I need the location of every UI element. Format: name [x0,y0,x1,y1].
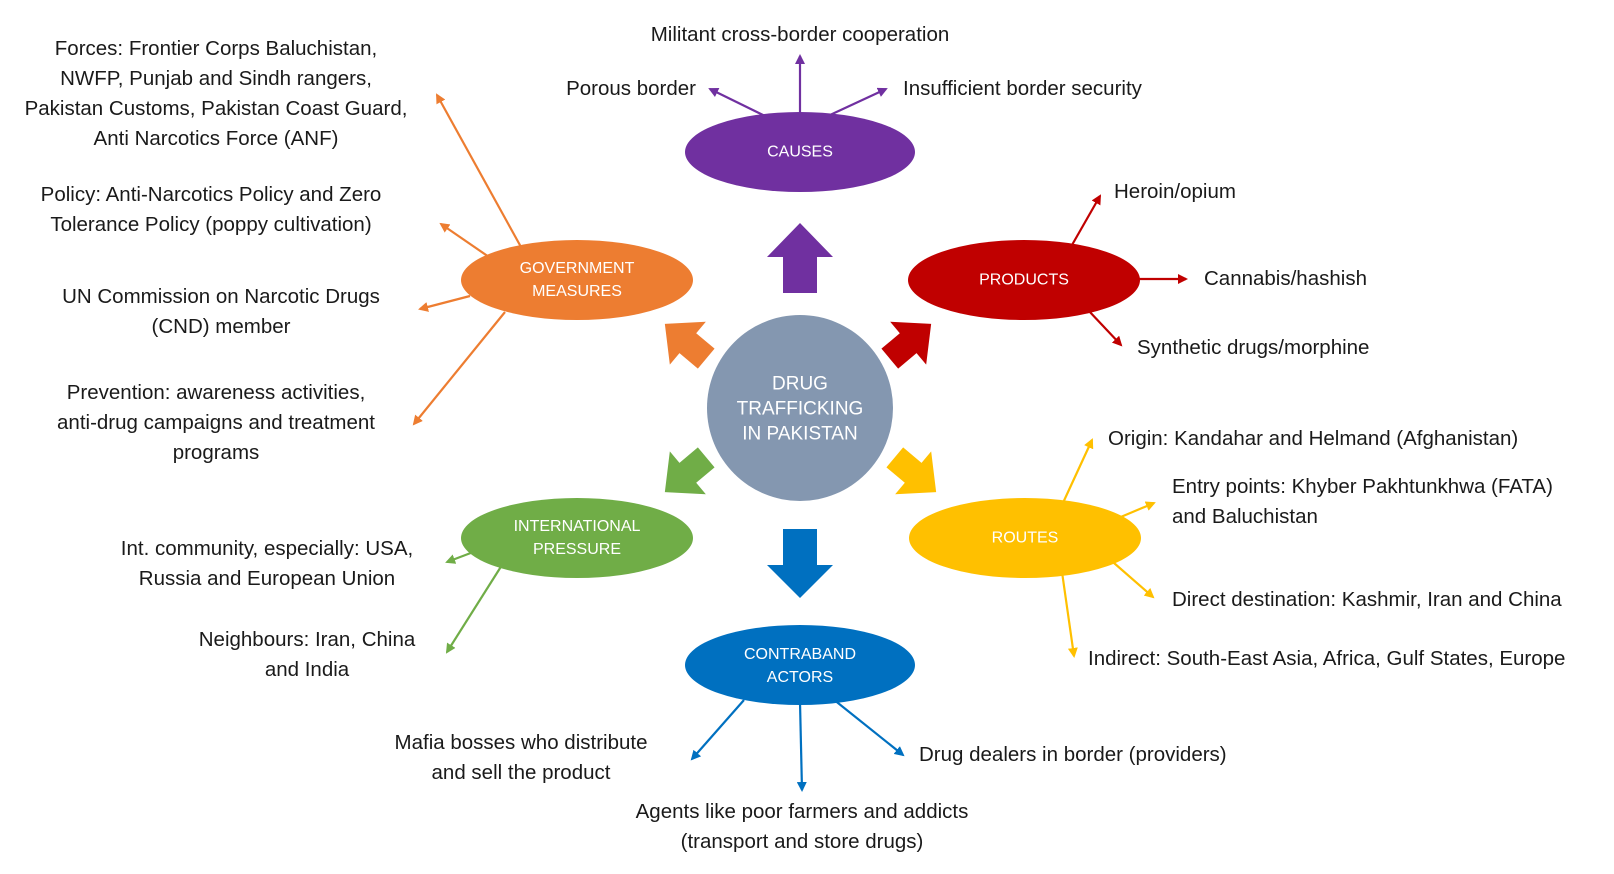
causes-item-security: Insufficient border security [903,77,1142,100]
government-block-arrow-group [664,321,715,369]
products-item-synthetic: Synthetic drugs/morphine [1137,336,1370,359]
center-node-label: DRUG TRAFFICKING IN PAKISTAN [736,373,864,445]
government-connector-forces [436,93,522,248]
contraband-connector-mafia [690,699,745,761]
causes-connector-porous [708,88,766,117]
government-connector-prevention [412,311,506,426]
government-connector-policy [439,222,490,258]
government-item-policy: Policy: Anti-Narcotics Policy and Zero T… [40,183,382,236]
causes-connector-security [829,87,888,116]
international-node-title: INTERNATIONAL PRESSURE [513,518,641,558]
international-item-community: Int. community, especially: USA, Russia … [120,537,414,590]
causes-item-porous: Porous border [566,77,696,100]
routes-block-arrow [886,447,937,495]
products-connector-synthetic [1087,309,1123,347]
products-node-title: PRODUCTS [979,271,1069,289]
government-connector-cnd [418,294,471,312]
international-item-neighbours: Neighbours: Iran, China and India [198,628,416,681]
contraband-connector-agents [796,701,807,792]
routes-node-title: ROUTES [991,529,1059,547]
contraband-node-title: CONTRABAND ACTORS [743,646,857,686]
products-block-arrow-group [881,321,932,369]
government-block-arrow [664,321,715,369]
routes-connector-indirect [1060,571,1078,658]
government-item-prevention: Prevention: awareness activities, anti-d… [57,381,375,464]
government-node-title: GOVERNMENT MEASURES [519,260,635,300]
causes-node-title: CAUSES [767,143,833,161]
center-node [707,315,893,501]
international-block-arrow-group [664,447,715,495]
routes-item-indirect: Indirect: South-East Asia, Africa, Gulf … [1088,647,1566,670]
routes-node [909,498,1141,578]
government-item-cnd: UN Commission on Narcotic Drugs (CND) me… [62,285,380,338]
international-block-arrow [664,447,715,495]
international-node [461,498,693,578]
government-item-forces: Forces: Frontier Corps Baluchistan, NWFP… [24,37,408,150]
products-item-heroin: Heroin/opium [1114,180,1236,203]
contraband-item-dealers: Drug dealers in border (providers) [919,743,1227,766]
causes-item-militant: Militant cross-border cooperation [650,23,950,46]
routes-item-entry: Entry points: Khyber Pakhtunkhwa (FATA) … [1172,475,1553,528]
products-connector-heroin [1071,194,1101,246]
contraband-item-agents: Agents like poor farmers and addicts (tr… [635,800,969,853]
routes-block-arrow-group [886,447,937,495]
causes-node [685,112,915,192]
contraband-block-arrow [767,529,833,598]
international-connector-neighbours [445,564,503,654]
contraband-connector-dealers [832,698,905,757]
government-node [461,240,693,320]
contraband-node [685,625,915,705]
products-item-cannabis: Cannabis/hashish [1204,267,1367,290]
routes-item-origin: Origin: Kandahar and Helmand (Afghanista… [1108,427,1519,450]
products-block-arrow [881,321,932,369]
products-node [908,240,1140,320]
routes-connector-direct [1113,562,1155,599]
routes-connector-origin [1061,438,1094,506]
contraband-item-mafia: Mafia bosses who distribute and sell the… [394,731,648,784]
routes-item-direct: Direct destination: Kashmir, Iran and Ch… [1172,588,1562,611]
causes-block-arrow [767,223,833,293]
